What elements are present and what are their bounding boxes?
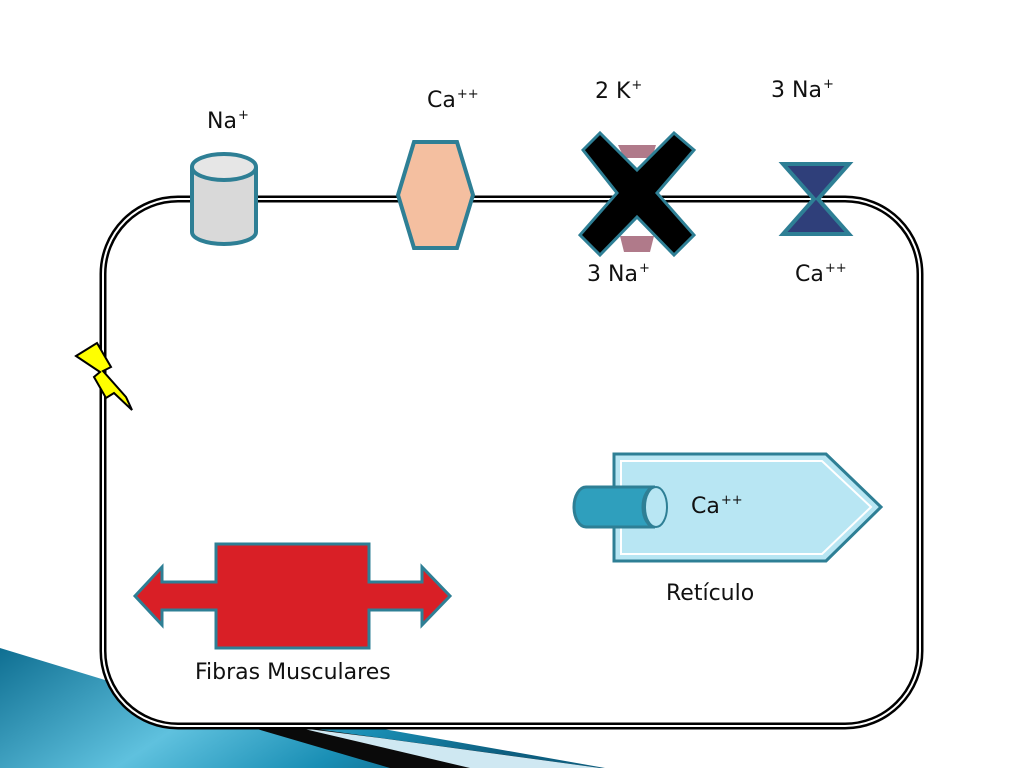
sodium-calcium-exchanger (778, 162, 854, 236)
sodium-channel (190, 152, 258, 246)
muscle-fibers (132, 542, 453, 650)
pump-sodium-label: 3 Na+ (587, 261, 650, 287)
reticulum-label: Retículo (666, 581, 755, 606)
sodium-channel-label: Na+ (207, 108, 249, 134)
lightning-bolt-icon (74, 341, 133, 411)
sodium-potassium-pump (577, 130, 697, 258)
pump-potassium-label: 2 K+ (595, 78, 643, 104)
reticulum-calcium-label: Ca++ (691, 493, 743, 519)
calcium-channel (395, 140, 476, 250)
slide-corner-decoration (0, 648, 605, 768)
muscle-fibers-label: Fibras Musculares (195, 660, 391, 685)
exchanger-calcium-label: Ca++ (795, 261, 847, 287)
exchanger-sodium-label: 3 Na+ (771, 77, 834, 103)
reticulum (572, 452, 884, 563)
calcium-channel-label: Ca++ (427, 87, 479, 113)
